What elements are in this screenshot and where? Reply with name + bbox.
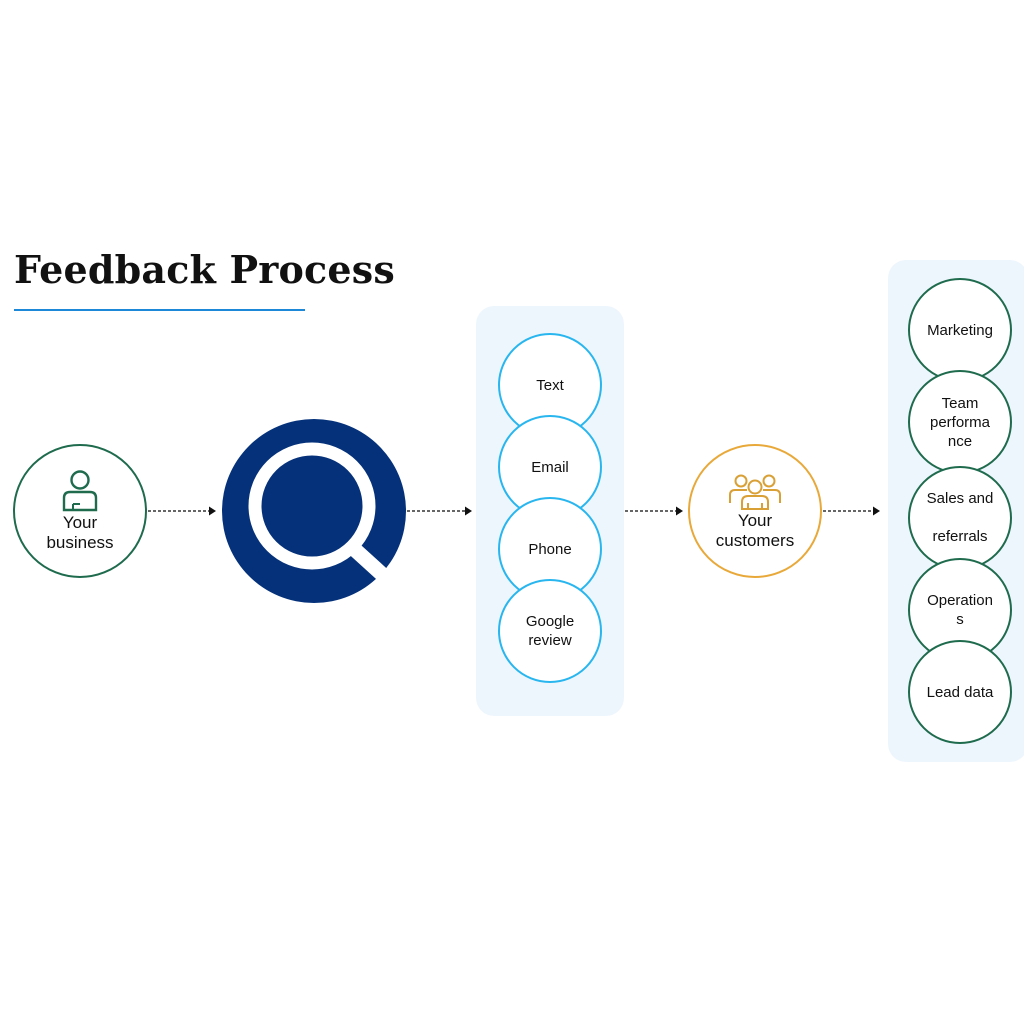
business-label: Your business (46, 513, 114, 552)
customers-node: Your customers (688, 444, 822, 578)
channel-label: Google review (525, 613, 575, 649)
use-label: Sales and referrals (926, 490, 994, 545)
channel-google-review: Google review (498, 579, 602, 683)
magnifier-icon (222, 419, 406, 603)
channel-label: Text (536, 376, 564, 394)
use-sales-and-referrals: Sales and referrals (908, 466, 1012, 570)
use-team-performance: Team performa nce (908, 370, 1012, 474)
use-label: Lead data (926, 683, 994, 701)
customers-label: Your customers (715, 511, 795, 550)
use-marketing: Marketing (908, 278, 1012, 382)
person-icon (62, 470, 98, 512)
arrow-customers-to-uses (823, 506, 880, 516)
use-lead-data: Lead data (908, 640, 1012, 744)
arrow-channels-to-customers (625, 506, 683, 516)
channel-label: Phone (528, 540, 572, 558)
group-icon (729, 474, 781, 510)
business-node: Your business (13, 444, 147, 578)
use-label: Operation s (927, 592, 993, 628)
use-label: Marketing (927, 321, 993, 339)
arrow-search-to-channels (407, 506, 472, 516)
arrow-business-to-search (148, 506, 216, 516)
use-label: Team performa nce (929, 394, 991, 450)
page-title: Feedback Process (14, 247, 395, 292)
channel-label: Email (531, 458, 569, 476)
title-underline (14, 309, 305, 311)
